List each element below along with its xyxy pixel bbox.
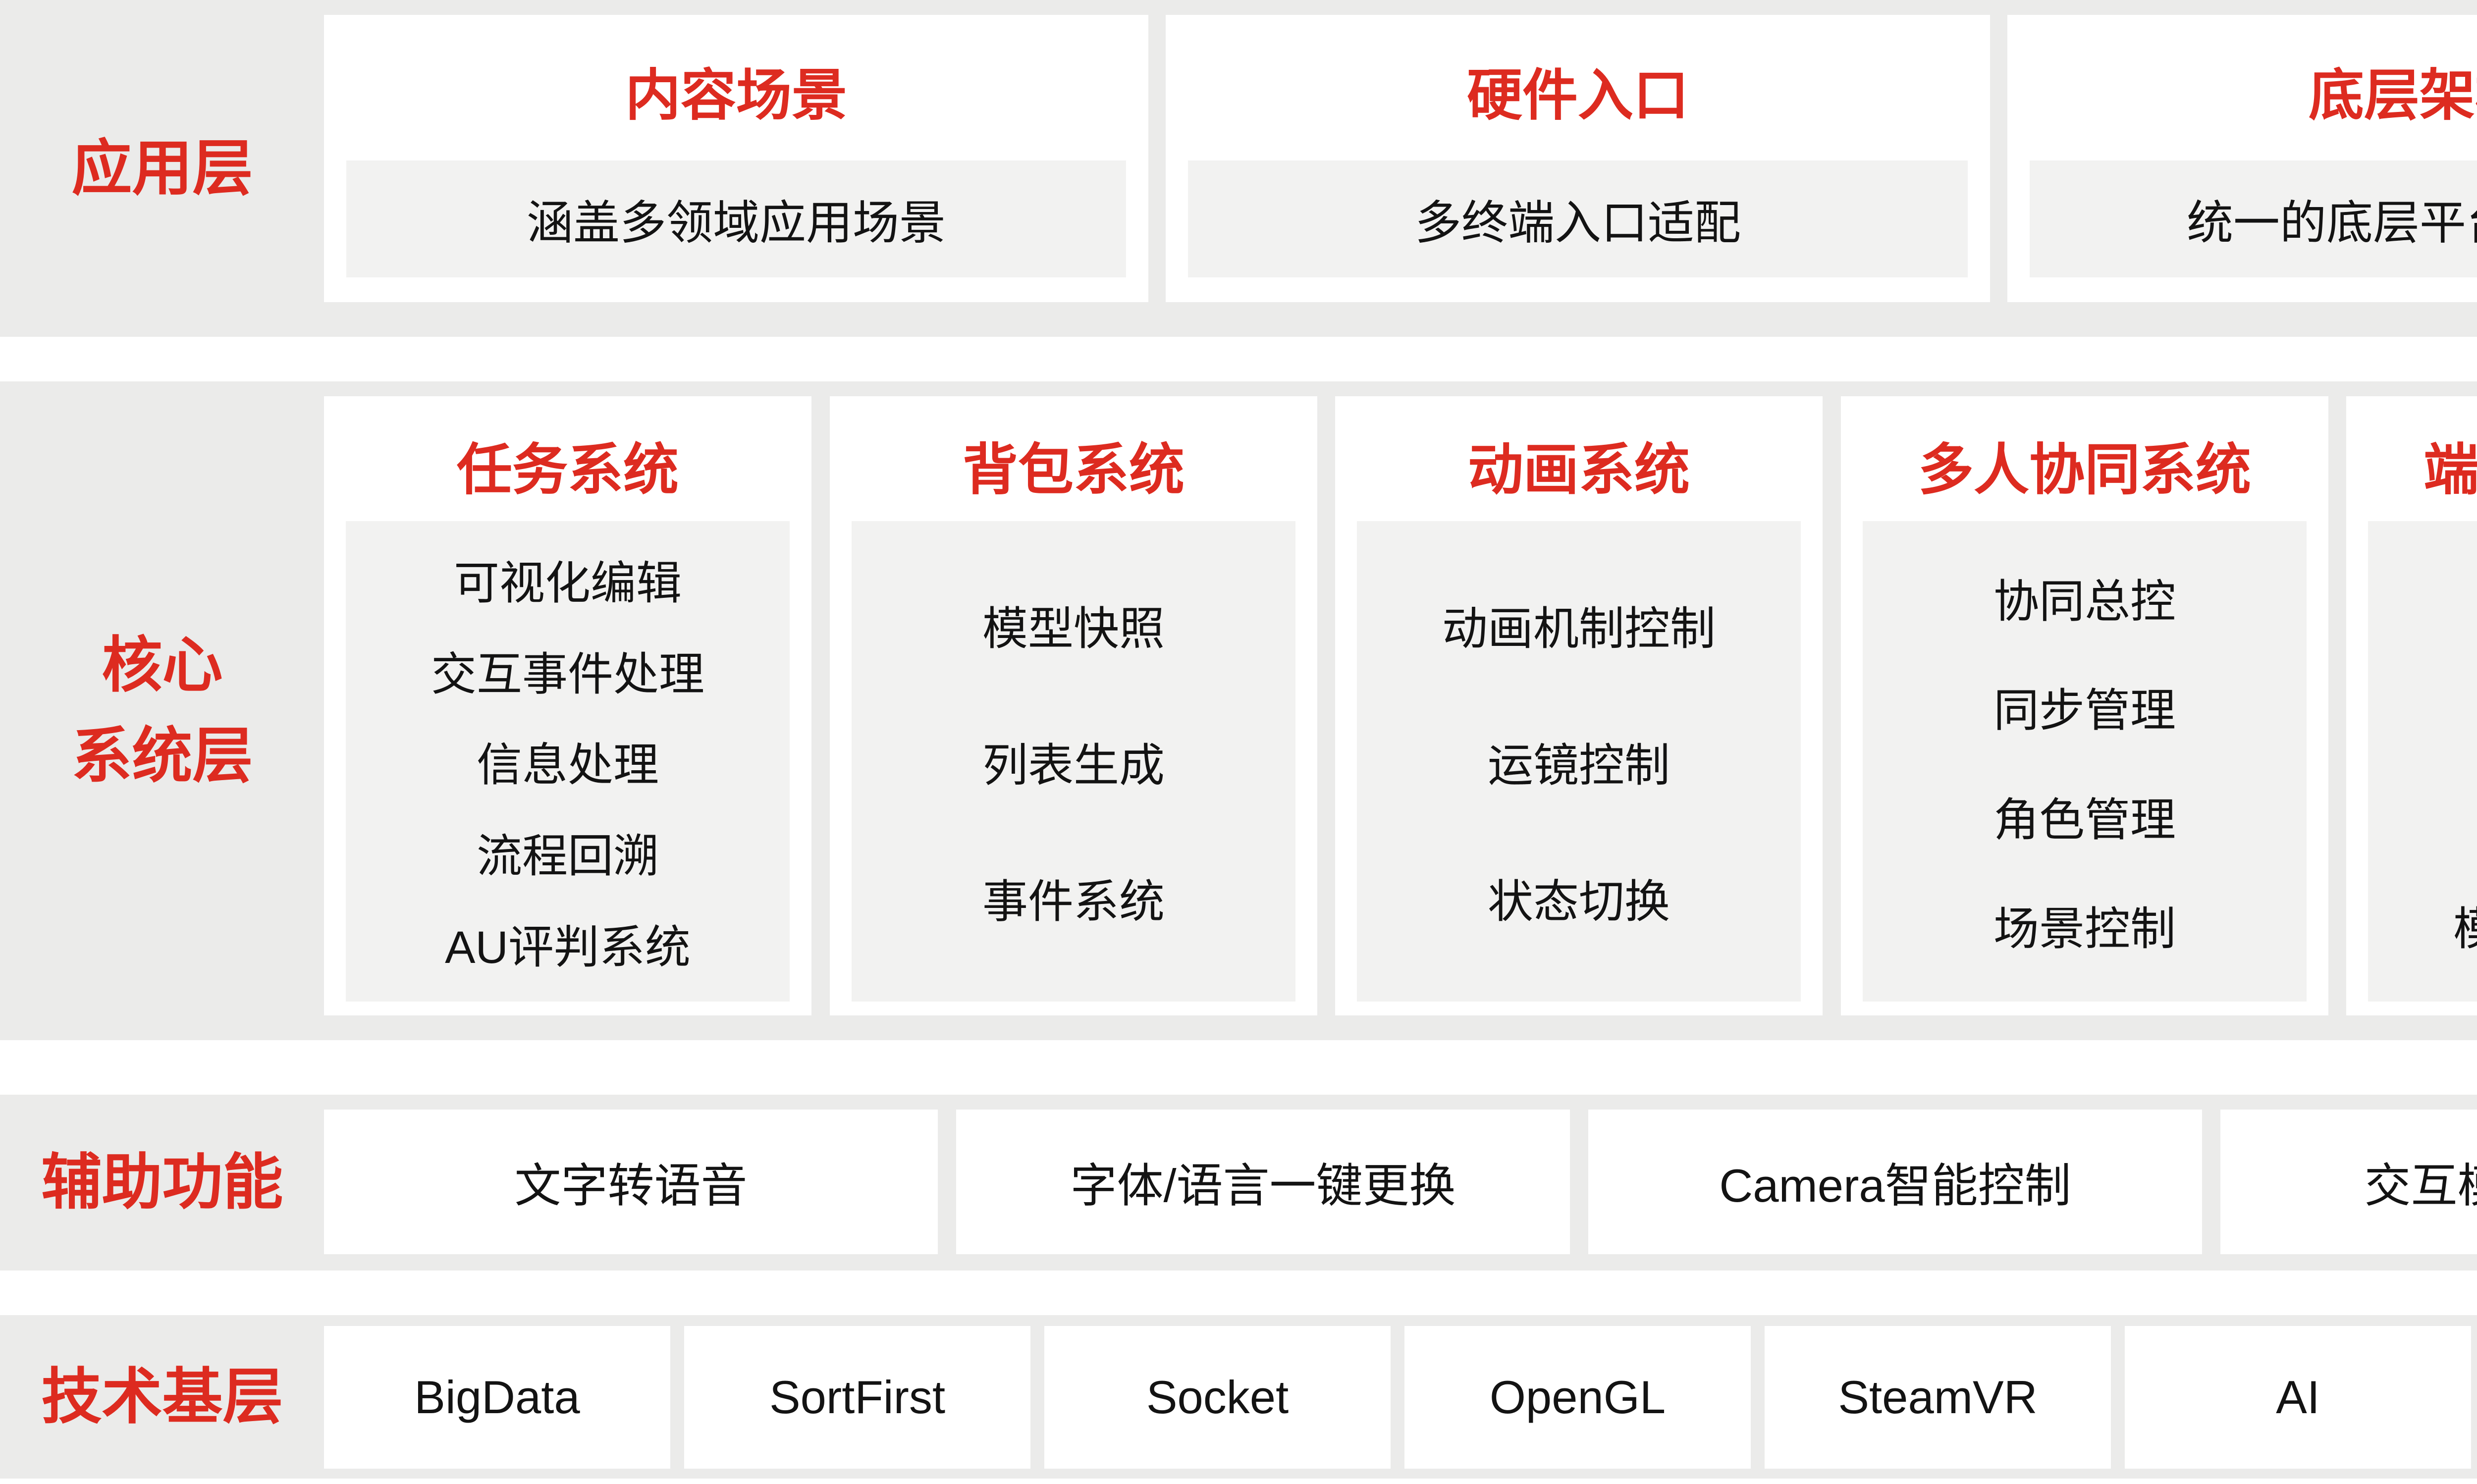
card-text-to-speech: 文字转语音 xyxy=(324,1110,938,1254)
card-port-adaptation-system-items: 交互映射 UI智能处理 SDK接入 模拟智能处理 xyxy=(2368,521,2477,1002)
card-interaction-mode-switch-screen: 交互模式切换屏 xyxy=(2220,1110,2477,1254)
list-item: 协同总控 xyxy=(1993,576,2176,627)
list-item: 场景控制 xyxy=(1993,904,2176,955)
card-steamvr: SteamVR xyxy=(1765,1326,2111,1469)
card-animation-system-title: 动画系统 xyxy=(1468,439,1690,501)
card-underlying-architecture: 底层架构 统一的底层平台化架构 xyxy=(2007,15,2477,302)
card-content-scenes-title: 内容场景 xyxy=(625,64,847,126)
card-hardware-entry-desc: 多终端入口适配 xyxy=(1188,160,1968,277)
core-system-layer-label-line2: 系统层 xyxy=(71,722,253,790)
card-animation-system-items: 动画机制控制 运镜控制 状态切换 xyxy=(1357,521,1801,1002)
card-underlying-architecture-title: 底层架构 xyxy=(2309,64,2477,126)
list-item: 流程回溯 xyxy=(476,831,659,882)
card-task-system-items: 可视化编辑 交互事件处理 信息处理 流程回溯 AU评判系统 xyxy=(346,521,790,1002)
card-sortfirst: SortFirst xyxy=(684,1326,1030,1469)
card-underlying-architecture-desc: 统一的底层平台化架构 xyxy=(2030,160,2477,277)
auxiliary-functions-band: 辅助功能 文字转语音 字体/语言一键更换 Camera智能控制 交互模式切换屏 xyxy=(0,1095,2477,1271)
list-item: UI智能处理 xyxy=(2476,674,2477,740)
core-system-layer-label-line1: 核心 xyxy=(102,632,223,699)
application-layer-band: 应用层 内容场景 涵盖多领域应用场景 硬件入口 多终端入口适配 底层架构 统一的… xyxy=(0,0,2477,337)
card-bigdata: BigData xyxy=(324,1326,670,1469)
core-system-layer-label: 核心 系统层 xyxy=(0,381,324,1040)
list-item: 模型快照 xyxy=(982,603,1165,654)
card-multiplayer-collaboration-system-title: 多人协同系统 xyxy=(1918,439,2251,501)
card-hardware-entry-title: 硬件入口 xyxy=(1467,64,1689,126)
application-layer-label-text: 应用层 xyxy=(71,134,253,202)
technical-base-layer-label-text: 技术基层 xyxy=(41,1363,283,1431)
auxiliary-functions-label: 辅助功能 xyxy=(0,1095,324,1271)
technical-base-layer-band: 技术基层 BigData SortFirst Socket OpenGL Ste… xyxy=(0,1315,2477,1479)
card-multiplayer-collaboration-system: 多人协同系统 协同总控 同步管理 角色管理 场景控制 xyxy=(1841,396,2328,1015)
list-item: AU评判系统 xyxy=(445,922,691,973)
list-item: 列表生成 xyxy=(982,740,1165,791)
card-opengl: OpenGL xyxy=(1404,1326,1751,1469)
card-task-system-title: 任务系统 xyxy=(457,439,679,501)
card-content-scenes-desc: 涵盖多领域应用场景 xyxy=(346,160,1126,277)
auxiliary-functions-label-text: 辅助功能 xyxy=(41,1149,283,1216)
card-task-system: 任务系统 可视化编辑 交互事件处理 信息处理 流程回溯 AU评判系统 xyxy=(324,396,811,1015)
card-hardware-entry: 硬件入口 多终端入口适配 xyxy=(1166,15,1990,302)
technical-base-layer-label: 技术基层 xyxy=(0,1315,324,1479)
core-system-layer-band: 核心 系统层 任务系统 可视化编辑 交互事件处理 信息处理 流程回溯 AU评判系… xyxy=(0,381,2477,1040)
card-backpack-system-items: 模型快照 列表生成 事件系统 xyxy=(852,521,1295,1002)
application-layer-label: 应用层 xyxy=(0,0,324,337)
card-backpack-system-title: 背包系统 xyxy=(963,439,1185,501)
list-item: 状态切换 xyxy=(1487,877,1670,928)
card-ai: AI xyxy=(2125,1326,2471,1469)
list-item: 动画机制控制 xyxy=(1442,603,1716,654)
card-font-language-switch: 字体/语言一键更换 xyxy=(956,1110,1570,1254)
card-socket: Socket xyxy=(1044,1326,1391,1469)
card-camera-smart-control: Camera智能控制 xyxy=(1588,1110,2202,1254)
card-port-adaptation-system-title: 端口适配系统 xyxy=(2423,439,2477,501)
card-multiplayer-collaboration-system-items: 协同总控 同步管理 角色管理 场景控制 xyxy=(1863,521,2307,1002)
card-animation-system: 动画系统 动画机制控制 运镜控制 状态切换 xyxy=(1335,396,1823,1015)
list-item: 运镜控制 xyxy=(1487,740,1670,791)
list-item: 模拟智能处理 xyxy=(2453,904,2477,955)
list-item: 事件系统 xyxy=(982,877,1165,928)
list-item: 可视化编辑 xyxy=(453,558,682,609)
list-item: 交互事件处理 xyxy=(431,649,704,700)
card-backpack-system: 背包系统 模型快照 列表生成 事件系统 xyxy=(830,396,1317,1015)
card-content-scenes: 内容场景 涵盖多领域应用场景 xyxy=(324,15,1148,302)
list-item: 角色管理 xyxy=(1993,795,2176,846)
list-item: 信息处理 xyxy=(476,740,659,791)
card-port-adaptation-system: 端口适配系统 交互映射 UI智能处理 SDK接入 模拟智能处理 xyxy=(2346,396,2477,1015)
list-item: 同步管理 xyxy=(1993,686,2176,737)
